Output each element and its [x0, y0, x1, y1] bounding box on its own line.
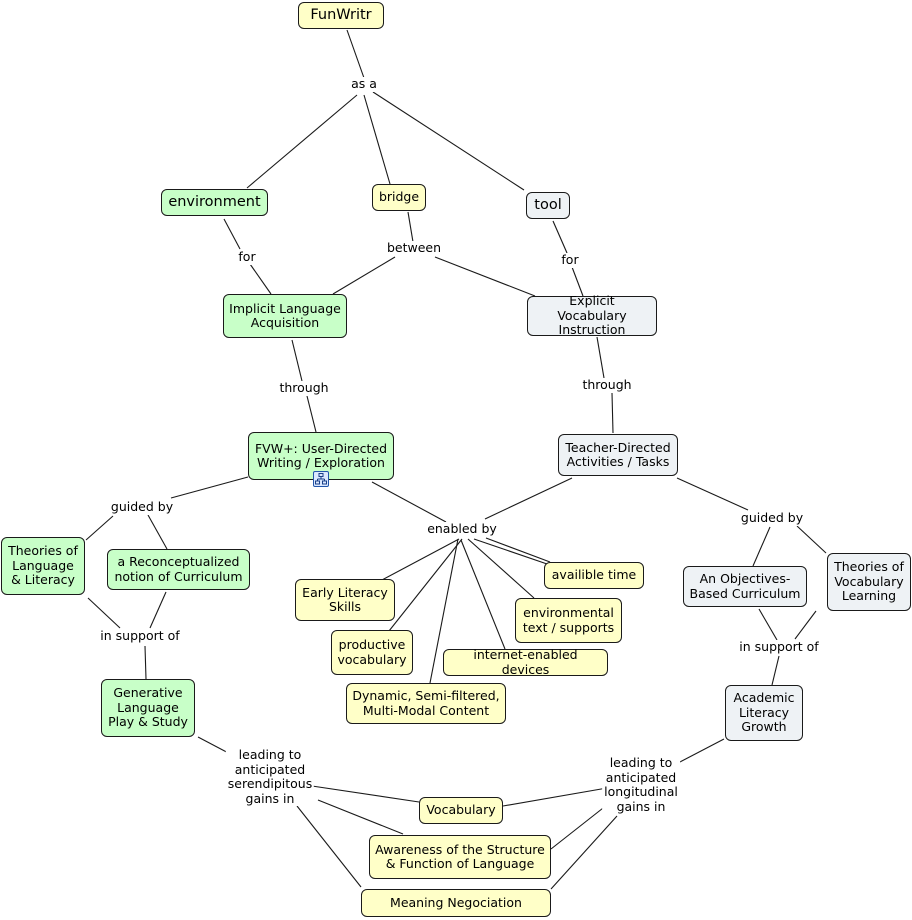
connector-line-7 — [407, 211, 414, 243]
node-internet-enabled-devices[interactable]: internet-enabled devices — [443, 647, 608, 676]
connector-line-29 — [752, 526, 771, 567]
connector-line-14 — [596, 336, 605, 379]
phrase-between: between — [384, 240, 444, 256]
node-availible-time[interactable]: availible time — [544, 562, 644, 589]
connector-line-18 — [85, 515, 114, 541]
node-explicit-vocabulary-instruction[interactable]: Explicit Vocabulary Instruction — [527, 294, 657, 337]
node-dynamic-multimodal-content[interactable]: Dynamic, Semi-filtered, Multi-Modal Cont… — [346, 683, 506, 724]
connector-line-20 — [484, 477, 573, 520]
node-environmental-text-supports[interactable]: environmental text / supports — [515, 598, 622, 643]
node-academic-literacy-growth[interactable]: Academic Literacy Growth — [725, 685, 803, 741]
connector-line-3 — [363, 94, 391, 185]
connector-line-13 — [306, 395, 317, 433]
node-reconceptualized-curriculum[interactable]: a Reconceptualized notion of Curriculum — [107, 549, 250, 590]
connector-line-24 — [460, 539, 506, 650]
phrase-guided-by-left: guided by — [108, 499, 176, 515]
node-implicit-language-acquisition[interactable]: Implicit Language Acquisition — [223, 294, 347, 338]
phrase-guided-by-right: guided by — [738, 510, 806, 526]
phrase-in-support-of-right: in support of — [737, 639, 821, 655]
connector-line-25 — [467, 538, 535, 599]
connector-line-5 — [223, 218, 241, 250]
connector-line-9 — [434, 256, 536, 297]
phrase-in-support-of-left: in support of — [98, 628, 182, 644]
phrase-for-right: for — [559, 252, 581, 268]
connector-line-40 — [296, 805, 362, 888]
connector-line-39 — [317, 799, 404, 835]
connector-line-2 — [246, 94, 358, 189]
phrase-enabled-by: enabled by — [425, 521, 499, 537]
node-theories-of-vocabulary-learning[interactable]: Theories of Vocabulary Learning — [827, 553, 911, 611]
connector-line-21 — [379, 538, 460, 582]
connector-line-42 — [502, 787, 608, 807]
node-environment[interactable]: environment — [161, 189, 268, 216]
connector-line-32 — [149, 591, 167, 629]
node-theories-of-language-literacy[interactable]: Theories of Language & Literacy — [1, 537, 85, 595]
connector-line-22 — [388, 538, 463, 632]
node-meaning-negociation[interactable]: Meaning Negociation — [361, 889, 551, 917]
node-generative-language-play[interactable]: Generative Language Play & Study — [101, 679, 195, 737]
phrase-leading-longitudinal: leading to anticipated longitudinal gain… — [602, 755, 680, 814]
connector-line-19 — [371, 481, 447, 523]
connector-line-26 — [473, 538, 551, 566]
node-funwritr[interactable]: FunWritr — [298, 2, 384, 29]
connector-line-28 — [676, 477, 749, 511]
node-early-literacy-skills[interactable]: Early Literacy Skills — [295, 579, 395, 621]
connector-line-16 — [170, 476, 249, 499]
phrase-through-left: through — [277, 380, 331, 396]
connector-line-12 — [291, 339, 303, 382]
connector-line-1 — [346, 29, 365, 79]
connector-line-43 — [550, 800, 613, 850]
connector-line-33 — [144, 645, 147, 680]
connector-line-35 — [794, 610, 817, 640]
node-tool[interactable]: tool — [526, 192, 570, 219]
node-productive-vocabulary[interactable]: productive vocabulary — [331, 630, 413, 675]
node-bridge[interactable]: bridge — [372, 184, 426, 211]
connector-line-6 — [249, 263, 272, 295]
connector-line-15 — [611, 392, 614, 434]
phrase-leading-serendipitous: leading to anticipated serendipitous gai… — [225, 747, 315, 806]
connector-line-10 — [552, 220, 568, 254]
node-fvw-user-directed-writing[interactable]: FVW+: User-Directed Writing / Exploratio… — [248, 432, 394, 480]
connector-line-34 — [758, 608, 778, 641]
connector-line-30 — [796, 525, 827, 554]
connector-line-38 — [311, 785, 420, 803]
connector-line-4 — [372, 91, 525, 191]
phrase-for-left: for — [236, 249, 258, 265]
connector-line-41 — [677, 738, 725, 764]
node-objectives-based-curriculum[interactable]: An Objectives- Based Curriculum — [683, 566, 807, 607]
phrase-through-right: through — [580, 377, 634, 393]
connector-line-44 — [550, 815, 618, 890]
connector-line-31 — [87, 597, 121, 629]
connector-line-17 — [147, 514, 168, 550]
concept-map-glyph — [315, 473, 327, 485]
connector-line-8 — [332, 256, 396, 295]
node-awareness-structure-function[interactable]: Awareness of the Structure & Function of… — [369, 835, 551, 879]
node-vocabulary[interactable]: Vocabulary — [419, 797, 503, 824]
connector-line-36 — [771, 655, 780, 686]
concept-map-icon[interactable] — [313, 471, 329, 487]
node-teacher-directed-activities[interactable]: Teacher-Directed Activities / Tasks — [558, 434, 678, 476]
connector-line-23 — [429, 538, 459, 684]
connector-line-11 — [571, 266, 584, 297]
connector-line-27 — [485, 537, 551, 563]
phrase-as-a: as a — [349, 76, 379, 92]
